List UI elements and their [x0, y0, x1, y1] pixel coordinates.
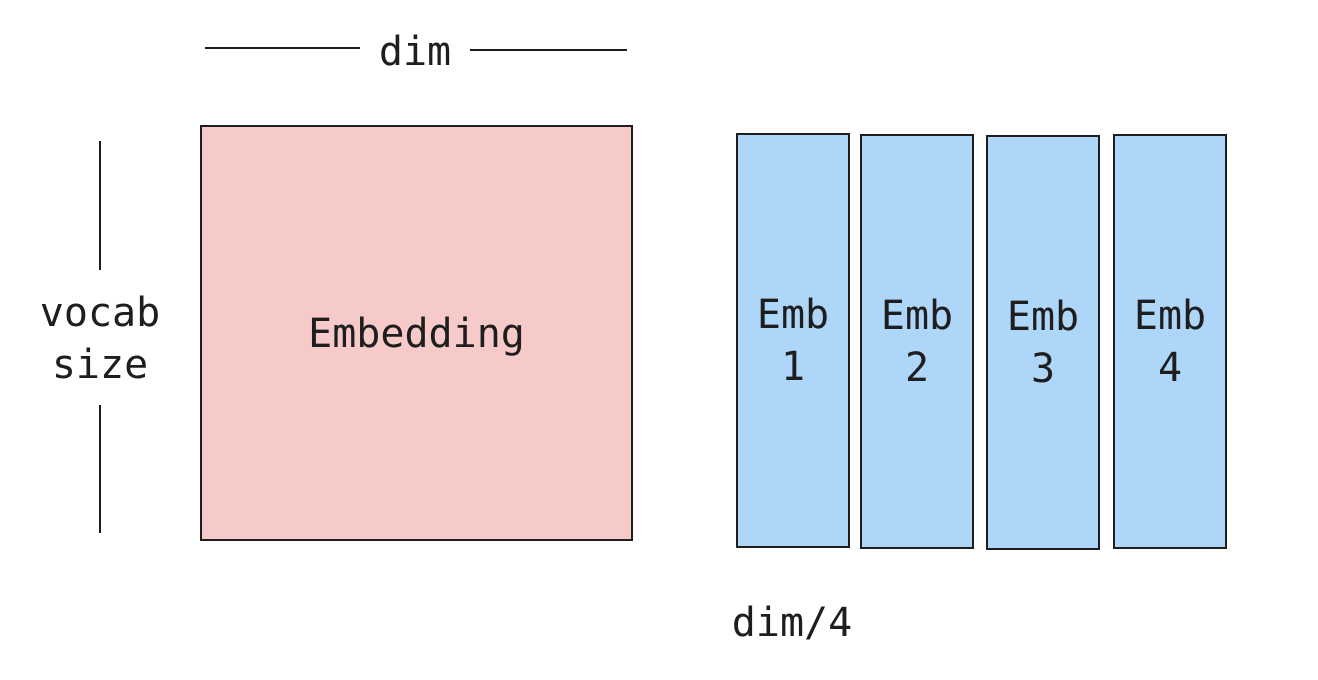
- vocab-size-rule-top: [99, 141, 101, 270]
- embedding-slice-4-label-line2: 4: [1157, 344, 1183, 391]
- embedding-slice-1-label: Emb 1: [757, 289, 829, 393]
- dim-label: dim: [378, 29, 452, 75]
- embedding-slice-4-label: Emb 4: [1134, 290, 1206, 394]
- embedding-slice-2-label: Emb 2: [881, 290, 953, 394]
- embedding-slice-4-label-line1: Emb: [1133, 292, 1207, 339]
- embedding-slice-1: Emb 1: [736, 133, 850, 548]
- embedding-matrix-box: Embedding: [200, 125, 633, 541]
- embedding-slice-3-label-line2: 3: [1030, 345, 1056, 392]
- vocab-size-rule-bottom: [99, 405, 101, 533]
- embedding-slice-1-label-line2: 1: [780, 343, 806, 390]
- dim-rule-right: [470, 49, 627, 51]
- embedding-slice-1-label-line1: Emb: [756, 291, 830, 338]
- embedding-slice-3-label: Emb 3: [1007, 291, 1079, 395]
- embedding-slice-2: Emb 2: [860, 134, 974, 549]
- embedding-slice-3-label-line1: Emb: [1006, 293, 1080, 340]
- embedding-slice-4: Emb 4: [1113, 134, 1227, 549]
- embedding-matrix-label: Embedding: [308, 311, 525, 357]
- vocab-size-label-line2: size: [51, 342, 149, 388]
- embedding-slice-3: Emb 3: [986, 135, 1100, 550]
- dim-quarter-label: dim/4: [731, 600, 853, 646]
- embedding-slice-2-label-line1: Emb: [880, 292, 954, 339]
- vocab-size-label: vocab size: [20, 287, 180, 391]
- embedding-slice-2-label-line2: 2: [904, 344, 930, 391]
- dim-rule-left: [205, 47, 360, 49]
- vocab-size-label-line1: vocab: [39, 290, 161, 336]
